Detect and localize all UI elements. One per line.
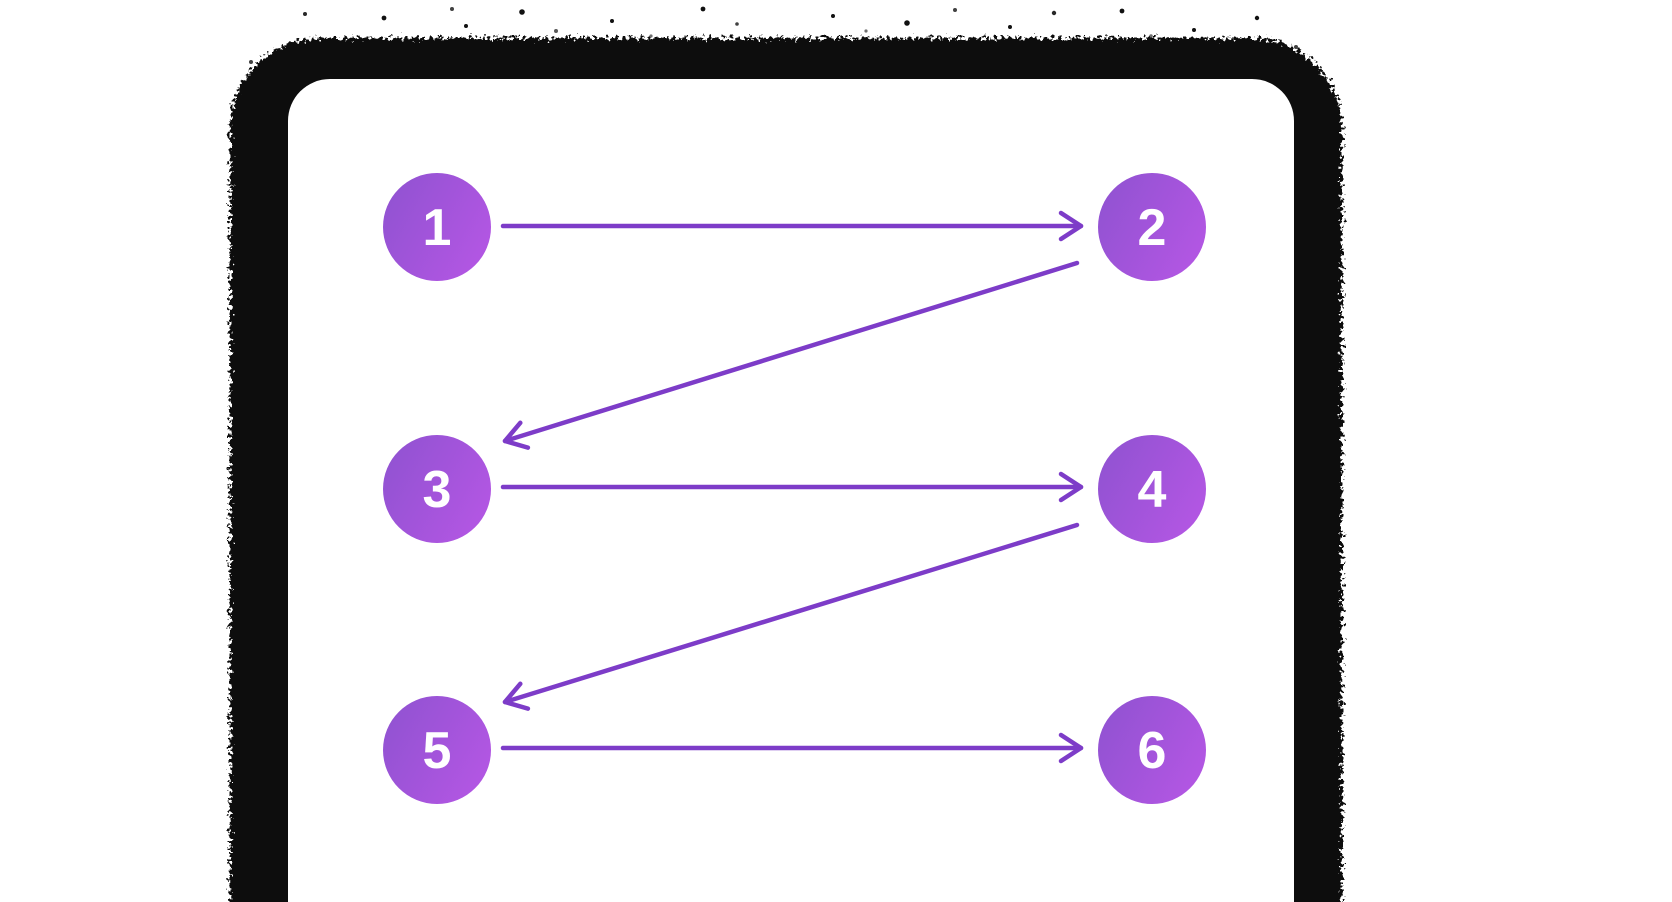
node-4-label: 4 (1138, 461, 1167, 519)
node-3 (383, 435, 491, 543)
node-2-label: 2 (1138, 199, 1167, 257)
node-6-circle (1098, 696, 1206, 804)
nodes-layer (383, 173, 1206, 804)
flow-diagram: 1 2 3 4 5 6 (383, 173, 1206, 804)
node-6-label: 6 (1138, 722, 1167, 780)
arrow-3-to-4-head-icon (1058, 471, 1084, 503)
arrow-3-to-4 (500, 471, 1084, 503)
arrow-4-to-5 (502, 522, 1080, 711)
arrows-layer (500, 210, 1084, 764)
node-6 (1098, 696, 1206, 804)
arrow-1-to-2-head-icon (1058, 210, 1084, 242)
node-2 (1098, 173, 1206, 281)
card: 1 2 3 4 5 6 (288, 79, 1294, 902)
node-5-circle (383, 696, 491, 804)
node-labels-layer: 1 2 3 4 5 6 (423, 199, 1167, 780)
node-1-circle (383, 173, 491, 281)
arrow-5-to-6 (500, 732, 1084, 764)
node-4 (1098, 435, 1206, 543)
arrow-4-to-5-head-icon (502, 681, 531, 711)
arrow-5-to-6-head-icon (1058, 732, 1084, 764)
arrow-1-to-2 (500, 210, 1084, 242)
node-4-circle (1098, 435, 1206, 543)
node-1-label: 1 (423, 199, 452, 257)
node-5 (383, 696, 491, 804)
arrow-2-to-3-head-icon (502, 420, 531, 450)
node-3-label: 3 (423, 461, 452, 519)
node-1 (383, 173, 491, 281)
arrow-2-to-3 (502, 260, 1080, 450)
node-2-circle (1098, 173, 1206, 281)
node-5-label: 5 (423, 722, 452, 780)
arrow-2-to-3-line (502, 260, 1080, 444)
node-3-circle (383, 435, 491, 543)
arrow-4-to-5-line (502, 522, 1080, 705)
